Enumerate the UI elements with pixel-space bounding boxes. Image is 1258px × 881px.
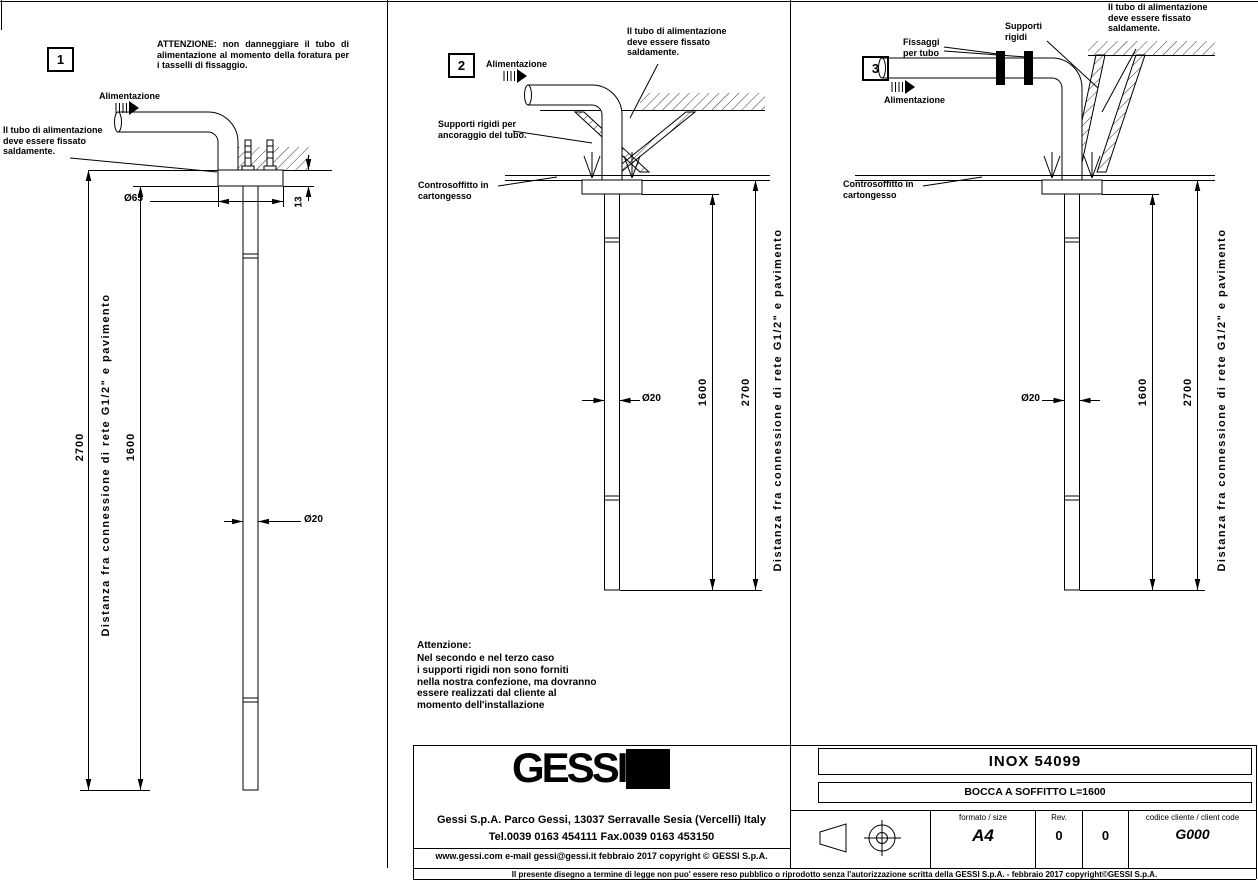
p1-spout-pipe xyxy=(242,185,259,791)
p3-fix-note-leader xyxy=(1101,48,1137,113)
p2-distance-label: Distanza fra connessione di rete G1/2" e… xyxy=(772,228,784,572)
tb-address: Gessi S.p.A. Parco Gessi, 13037 Serraval… xyxy=(437,814,766,826)
p1-fix-note: Il tubo di alimentazione deve essere fis… xyxy=(3,125,103,157)
gessi-logo: GESSI xyxy=(512,744,671,791)
p2-slab-hatch xyxy=(640,93,765,110)
p2-supports-leader xyxy=(512,130,593,144)
tb-product-code: INOX 54099 xyxy=(818,748,1252,775)
p1-dimensions xyxy=(80,155,314,791)
p2-fix-note-leader xyxy=(629,63,659,119)
p1-pipe-mouth xyxy=(114,111,122,133)
p2-toggle-anchors xyxy=(583,152,641,179)
p2-fix-note: Il tubo di alimentazione deve essere fis… xyxy=(627,26,727,58)
p2-dim-pipe-diameter: Ø20 xyxy=(642,393,661,404)
panel2-drawing xyxy=(497,63,770,591)
tb-drawing-title: BOCCA A SOFFITTO L=1600 xyxy=(818,782,1252,803)
gessi-logo-text: GESSI xyxy=(512,744,628,791)
p1-dim-flange-height: 13 xyxy=(293,196,305,208)
p3-clamp-2 xyxy=(1024,51,1033,85)
p3-clamps-leader-1 xyxy=(943,46,999,55)
p2-dim-total: 2700 xyxy=(740,377,752,407)
p3-pipe-mouth xyxy=(878,57,886,79)
p3-spout-pipe xyxy=(1064,193,1080,591)
p2-ceiling-note: Controsoffitto in cartongesso xyxy=(418,180,489,201)
p3-dimensions xyxy=(1042,180,1205,591)
p2-flange xyxy=(581,179,643,195)
p1-fix-note-leader xyxy=(69,157,218,173)
p1-anchor-right xyxy=(263,139,277,171)
panel2-number-box: 2 xyxy=(448,53,475,78)
p3-ceiling-note: Controsoffitto in cartongesso xyxy=(843,179,914,200)
p1-supply-arrow-icon xyxy=(115,101,139,115)
p1-flange xyxy=(217,169,284,187)
panel1-drawing xyxy=(69,101,332,791)
p1-dim-spout: 1600 xyxy=(125,432,137,462)
tb-web: www.gessi.com e-mail gessi@gessi.it febb… xyxy=(435,851,768,861)
p3-support-band-right xyxy=(1096,54,1146,173)
p1-dim-flange-diameter: Ø65 xyxy=(124,193,143,204)
p2-support-band-right xyxy=(610,111,697,173)
p1-supply-pipe xyxy=(117,111,239,171)
p3-ceiling-leader xyxy=(922,176,983,187)
tb-phone: Tel.0039 0163 454111 Fax.0039 0163 45315… xyxy=(488,831,715,843)
gessi-logo-square xyxy=(626,749,671,789)
tb-rev-label: Rev. xyxy=(1051,813,1067,822)
tb-client-code-value: G000 xyxy=(1175,826,1210,842)
p2-spout-pipe xyxy=(604,193,620,591)
tb-client-code-label: codice cliente / client code xyxy=(1145,813,1240,822)
p3-slab-hatch xyxy=(1088,41,1215,55)
p2-alimentazione-label: Alimentazione xyxy=(486,59,548,69)
p1-dim-pipe-diameter: Ø20 xyxy=(304,514,323,525)
p3-clamp-1 xyxy=(996,51,1005,85)
p1-distance-label: Distanza fra connessione di rete G1/2" e… xyxy=(100,293,112,637)
panel3-drawing xyxy=(855,40,1215,591)
p3-supply-arrow-icon xyxy=(891,80,915,94)
panel1-number-box: 1 xyxy=(47,47,74,72)
p3-clamps-leader-2 xyxy=(943,50,1027,58)
p2-pipe-mouth xyxy=(524,84,532,106)
p1-alimentazione-label: Alimentazione xyxy=(99,91,161,101)
p2-supply-pipe xyxy=(527,84,623,181)
p3-clamps-note: Fissaggi per tubo xyxy=(903,37,940,58)
p3-toggle-anchors xyxy=(1043,152,1101,179)
projection-symbol-icon xyxy=(819,820,901,856)
p3-supports-leader xyxy=(1046,40,1099,89)
footer-legal-notice: Il presente disegno a termine di legge n… xyxy=(511,869,1158,879)
p1-dim-total: 2700 xyxy=(74,432,86,462)
note-attenzione-body: Nel secondo e nel terzo caso i supporti … xyxy=(417,653,597,712)
note-attenzione-title: Attenzione: xyxy=(417,640,472,651)
p3-supply-pipe xyxy=(881,57,1083,181)
p3-flange xyxy=(1041,179,1103,195)
p3-alimentazione-label: Alimentazione xyxy=(884,95,946,105)
p3-fix-note: Il tubo di alimentazione deve essere fis… xyxy=(1108,2,1208,34)
tb-rev-value-2: 0 xyxy=(1101,828,1110,843)
p1-attention-note: ATTENZIONE: non danneggiare il tubo di a… xyxy=(157,39,349,71)
title-block-lines xyxy=(413,745,1257,880)
tb-format-label: formato / size xyxy=(958,813,1007,822)
p2-supports-note: Supporti rigidi per ancoraggio del tubo. xyxy=(438,119,527,140)
tb-rev-value-1: 0 xyxy=(1055,828,1063,843)
p2-dimensions xyxy=(582,180,762,591)
p2-supply-arrow-icon xyxy=(503,69,527,83)
p3-distance-label: Distanza fra connessione di rete G1/2" e… xyxy=(1216,228,1228,572)
p1-slab-hatch xyxy=(238,147,310,170)
p2-ceiling-leader xyxy=(497,176,558,187)
tb-format-value: A4 xyxy=(972,826,994,845)
p2-dim-spout: 1600 xyxy=(697,377,709,407)
p3-supports-note: Supporti rigidi xyxy=(1005,21,1042,42)
p3-dim-spout: 1600 xyxy=(1137,377,1149,407)
panel3-number-box: 3 xyxy=(862,56,889,81)
p3-dim-total: 2700 xyxy=(1182,377,1194,407)
p3-dim-pipe-diameter: Ø20 xyxy=(1021,393,1040,404)
